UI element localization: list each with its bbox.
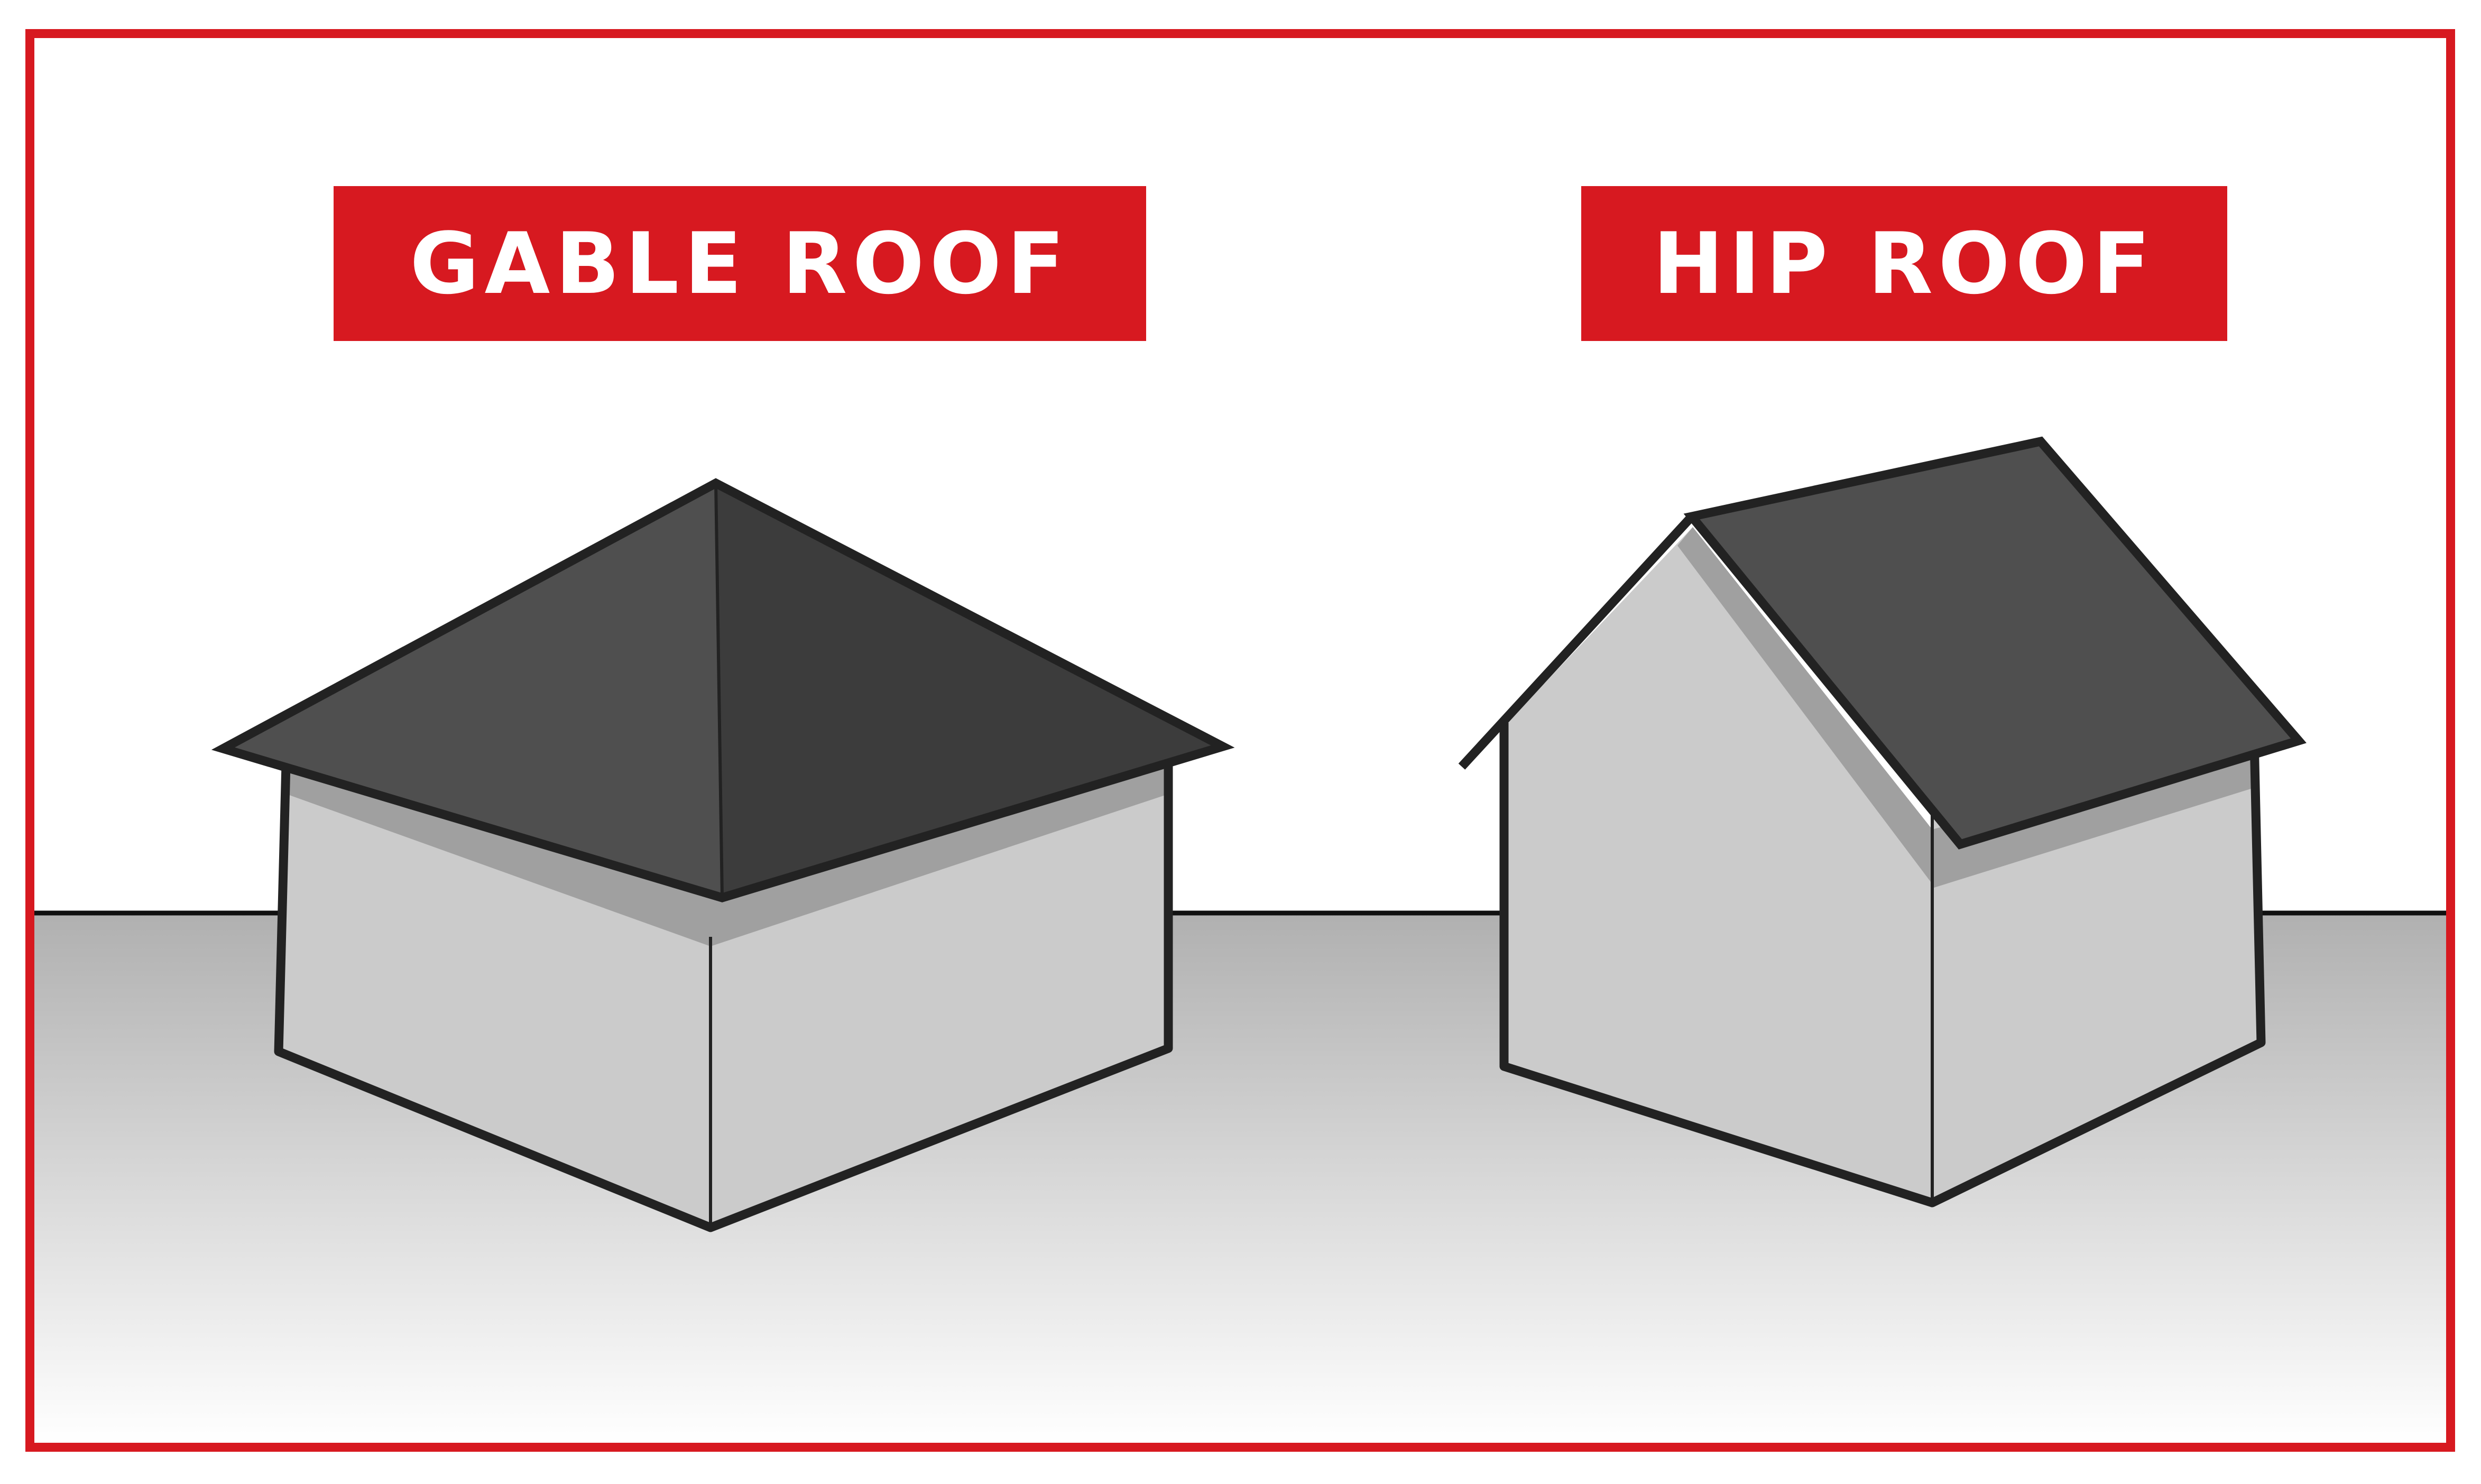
hip-roof-house-icon — [1458, 436, 2307, 1208]
hip-gable-rake — [1458, 513, 1695, 770]
gable-roof-house-icon — [211, 478, 1235, 1232]
gable-roof-right-face — [716, 483, 1223, 898]
red-frame: GABLE ROOF HIP ROOF — [25, 29, 2455, 1452]
roof-diagram — [34, 436, 2446, 1443]
gable-roof-ridge — [714, 483, 724, 898]
hip-roof-outline — [1683, 436, 2307, 850]
gable-roof-left-face — [223, 483, 722, 898]
hip-roof-label: HIP ROOF — [1581, 186, 2227, 341]
hip-roof-face — [1692, 441, 2299, 844]
gable-roof-label: GABLE ROOF — [334, 186, 1146, 341]
hip-gable-shadow — [1677, 527, 1932, 884]
gable-eave-shadow — [287, 744, 1168, 946]
